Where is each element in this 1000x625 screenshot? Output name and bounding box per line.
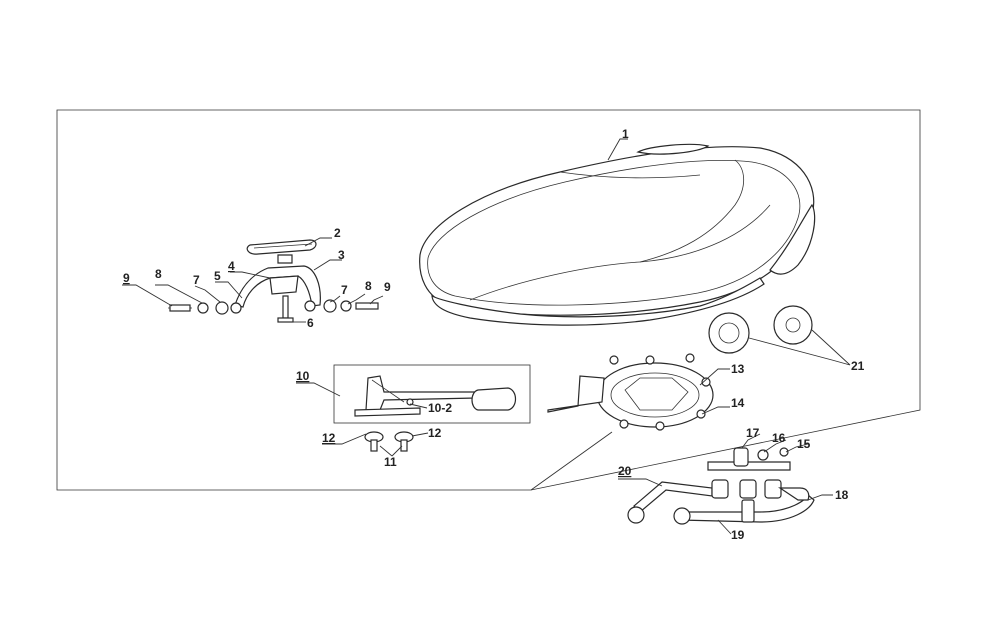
- callout-13: 13: [731, 362, 745, 376]
- callout-6: 6: [307, 316, 314, 330]
- callout-19: 19: [731, 528, 745, 542]
- callout-9b: 9: [384, 280, 391, 294]
- callout-3: 3: [338, 248, 345, 262]
- callout-21: 21: [851, 359, 865, 373]
- bolts-11-12: [364, 431, 414, 452]
- callout-10: 10: [296, 369, 310, 383]
- callout-12b: 12: [428, 426, 442, 440]
- mount-bracket-assembly: [168, 239, 379, 323]
- boundary-leader: [530, 431, 613, 491]
- callout-labels: 1 2 3 4 5 6 7 7 8 8 9 9 10 10-2 11 12 12…: [123, 127, 865, 542]
- fuel-line-assembly: [627, 447, 815, 525]
- callout-1: 1: [622, 127, 629, 141]
- fuel-tank: [419, 143, 816, 326]
- fuel-level-sender: [354, 375, 517, 417]
- assembly-boundary: [56, 109, 921, 491]
- fuel-pump: [547, 353, 714, 431]
- callout-4: 4: [228, 259, 235, 273]
- leader-lines: [122, 138, 851, 535]
- callout-2: 2: [334, 226, 341, 240]
- callout-15: 15: [797, 437, 811, 451]
- callout-7a: 7: [193, 273, 200, 287]
- callout-9a: 9: [123, 271, 130, 285]
- callout-8a: 8: [155, 267, 162, 281]
- callout-11: 11: [384, 455, 397, 469]
- callout-8b: 8: [365, 279, 372, 293]
- part-10-box: [333, 364, 531, 424]
- callout-12a: 12: [322, 431, 336, 445]
- callout-20: 20: [618, 464, 632, 478]
- callout-18: 18: [835, 488, 849, 502]
- callout-7b: 7: [341, 283, 348, 297]
- callout-17: 17: [746, 426, 760, 440]
- callout-14: 14: [731, 396, 745, 410]
- callout-10-2: 10-2: [428, 401, 452, 415]
- callout-16: 16: [772, 431, 786, 445]
- callout-5: 5: [214, 269, 221, 283]
- tank-caps: [708, 305, 813, 354]
